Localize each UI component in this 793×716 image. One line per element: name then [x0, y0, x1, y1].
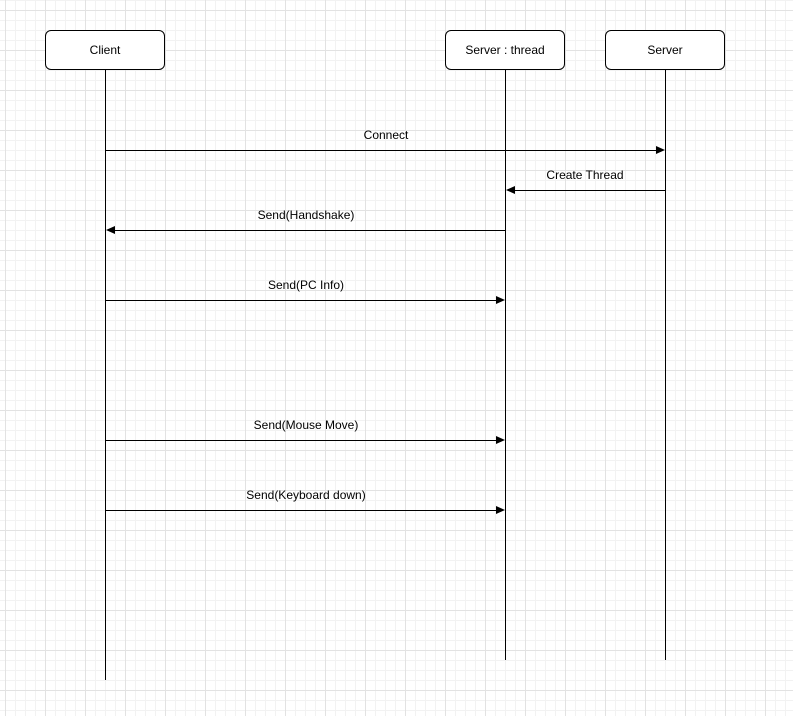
arrowhead-right-icon: [496, 296, 505, 304]
server-lifeline[interactable]: [665, 70, 666, 660]
arrowhead-right-icon: [656, 146, 665, 154]
server-label: Server: [647, 43, 683, 57]
client-lifeline-header[interactable]: Client: [45, 30, 165, 70]
message-pc-info-arrow[interactable]: [106, 300, 497, 301]
message-pc-info-label: Send(PC Info): [267, 278, 345, 292]
arrowhead-left-icon: [506, 186, 515, 194]
message-connect-label: Connect: [363, 128, 409, 142]
message-keyboard-down-arrow[interactable]: [106, 510, 497, 511]
arrowhead-left-icon: [106, 226, 115, 234]
message-create-thread-label: Create Thread: [546, 168, 624, 182]
arrowhead-right-icon: [496, 506, 505, 514]
arrowhead-right-icon: [496, 436, 505, 444]
message-create-thread-arrow[interactable]: [514, 190, 665, 191]
message-handshake-label: Send(Handshake): [257, 208, 355, 222]
message-mouse-move-arrow[interactable]: [106, 440, 497, 441]
message-connect-arrow[interactable]: [106, 150, 657, 151]
server-lifeline-header[interactable]: Server: [605, 30, 725, 70]
message-handshake-arrow[interactable]: [114, 230, 505, 231]
message-mouse-move-label: Send(Mouse Move): [253, 418, 359, 432]
server-thread-lifeline-header[interactable]: Server : thread: [445, 30, 565, 70]
client-lifeline[interactable]: [105, 70, 106, 680]
server-thread-lifeline[interactable]: [505, 70, 506, 660]
client-label: Client: [89, 43, 121, 57]
message-keyboard-down-label: Send(Keyboard down): [246, 488, 366, 502]
server-thread-label: Server : thread: [465, 43, 545, 57]
